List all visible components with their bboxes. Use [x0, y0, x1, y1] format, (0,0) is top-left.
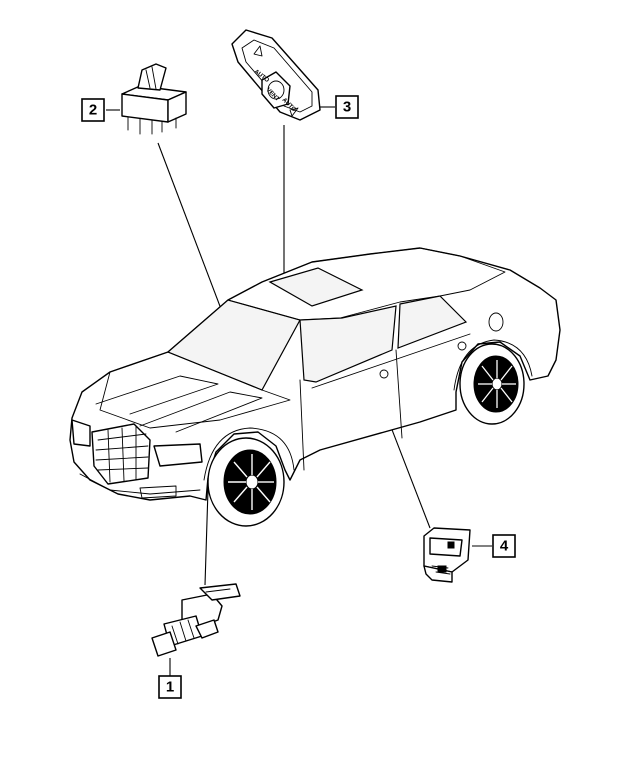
callout-1: 1: [158, 675, 182, 699]
callout-4: 4: [492, 534, 516, 558]
part-3-vent-switch: AUTO VENT AUTO: [231, 29, 321, 121]
car-headlight-left: [71, 419, 91, 447]
car-rear-wheel: [459, 343, 525, 425]
part-3-rocker: [261, 71, 291, 109]
part-4-switch: [423, 527, 471, 583]
part-4-switch-button: [429, 537, 463, 557]
part-1-boot: [195, 619, 219, 639]
car-rear-door-line: [395, 349, 403, 439]
callout-3-label: 3: [343, 99, 351, 116]
car-front-door-window: [299, 305, 397, 383]
part-3-rocker-knob: [267, 80, 285, 100]
car-rear-wheel-arch: [453, 339, 533, 391]
callout-4-label: 4: [500, 538, 509, 555]
car-hood-stripe-right: [139, 391, 263, 433]
callout-3: 3: [335, 95, 359, 119]
part-1-clip-detail: [205, 588, 231, 593]
part-1-ribs: [171, 619, 195, 645]
part-2-relay-tab-detail: [145, 66, 157, 90]
car-grille-mesh: [95, 425, 149, 483]
car-grille: [91, 423, 151, 485]
callout-2: 2: [81, 98, 105, 122]
car-hood: [99, 351, 291, 429]
car-illustration: [69, 247, 561, 527]
part-1-sensor: [151, 583, 241, 657]
part-2-relay: [121, 63, 187, 135]
part-4-switch-connector-pin: [437, 565, 447, 573]
part-3-bezel-inner: [241, 39, 313, 113]
car-fog-recess: [139, 485, 177, 499]
part-3-up-arrow-icon: [253, 45, 263, 57]
part-2-relay-tab: [137, 63, 167, 91]
callout-1-label: 1: [166, 679, 174, 696]
car-front-door-line: [299, 379, 305, 471]
car-front-bumper: [79, 473, 201, 495]
part-3-down-arrow-icon: [289, 107, 299, 117]
car-rear-door-window: [397, 295, 468, 349]
car-headlight-right: [153, 443, 203, 467]
part-1-clip: [199, 583, 241, 601]
callout-2-label: 2: [89, 102, 97, 119]
car-front-wheel-arch: [203, 427, 295, 481]
car-hood-stripe-left: [95, 375, 219, 415]
part-2-relay-pins: [127, 116, 177, 135]
car-sunroof: [268, 267, 364, 307]
part-4-indicator-icon: [447, 541, 455, 549]
car-door-handle-rear: [457, 341, 467, 351]
car-front-wheel: [207, 437, 285, 527]
car-fuel-door: [488, 312, 504, 332]
car-side-trim: [311, 333, 471, 389]
car-door-handle-front: [379, 369, 389, 379]
part-1-tip: [151, 631, 177, 657]
part-2-relay-side: [167, 91, 187, 123]
part-4-switch-side: [423, 565, 453, 583]
